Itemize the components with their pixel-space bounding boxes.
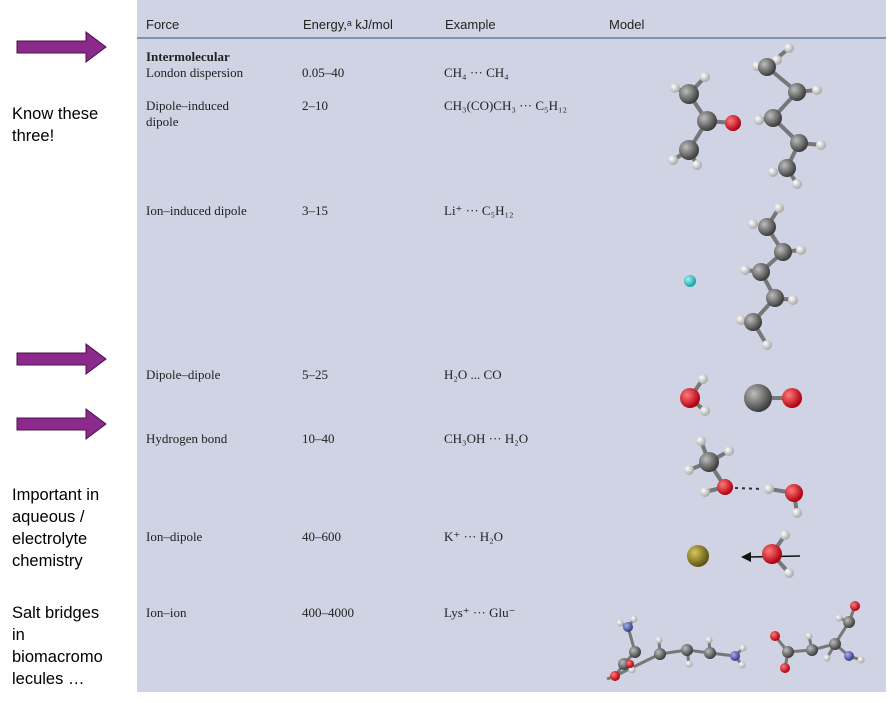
row-force: Dipole–induced bbox=[146, 98, 230, 113]
row-energy: 0.05–40 bbox=[302, 65, 345, 80]
table-header: Force Energy,ᵃ kJ/mol Example Model bbox=[137, 0, 886, 39]
carbon-monoxide-model bbox=[744, 384, 802, 412]
row-example: CH₃OH ··· H₂O bbox=[444, 431, 529, 446]
lithium-ion bbox=[684, 275, 696, 287]
potassium-ion bbox=[687, 545, 709, 567]
row-force: Ion–ion bbox=[146, 605, 187, 620]
row-example: H₂O ... CO bbox=[444, 367, 502, 382]
row-force: Ion–dipole bbox=[146, 529, 203, 544]
row-energy: 40–600 bbox=[302, 529, 341, 544]
row-force: London dispersion bbox=[146, 65, 244, 80]
row-energy: 2–10 bbox=[302, 98, 328, 113]
row-force-cont: dipole bbox=[146, 114, 179, 129]
arrow-intermolecular bbox=[16, 31, 107, 63]
forces-table: Force Energy,ᵃ kJ/mol Example Model Inte… bbox=[137, 0, 886, 692]
header-force: Force bbox=[146, 17, 180, 32]
section-title: Intermolecular bbox=[146, 49, 230, 64]
header-energy: Energy,ᵃ kJ/mol bbox=[303, 17, 393, 32]
arrow-hydrogen-bond bbox=[16, 408, 107, 440]
header-example: Example bbox=[445, 17, 496, 32]
row-example: K⁺ ··· H₂O bbox=[444, 529, 504, 544]
row-energy: 10–40 bbox=[302, 431, 335, 446]
row-energy: 3–15 bbox=[302, 203, 328, 218]
molecule-models bbox=[606, 43, 865, 681]
row-example: CH₃(CO)CH₃ ··· C₅H₁₂ bbox=[444, 98, 568, 113]
arrow-dipole-dipole bbox=[16, 343, 107, 375]
row-energy: 5–25 bbox=[302, 367, 328, 382]
row-example: Li⁺ ··· C₅H₁₂ bbox=[444, 203, 514, 218]
row-example: Lys⁺ ··· Glu⁻ bbox=[444, 605, 516, 620]
row-force: Dipole–dipole bbox=[146, 367, 221, 382]
row-force: Hydrogen bond bbox=[146, 431, 228, 446]
row-energy: 400–4000 bbox=[302, 605, 354, 620]
row-example: CH₄ ··· CH₄ bbox=[444, 65, 509, 80]
header-model: Model bbox=[609, 17, 645, 32]
row-force: Ion–induced dipole bbox=[146, 203, 247, 218]
